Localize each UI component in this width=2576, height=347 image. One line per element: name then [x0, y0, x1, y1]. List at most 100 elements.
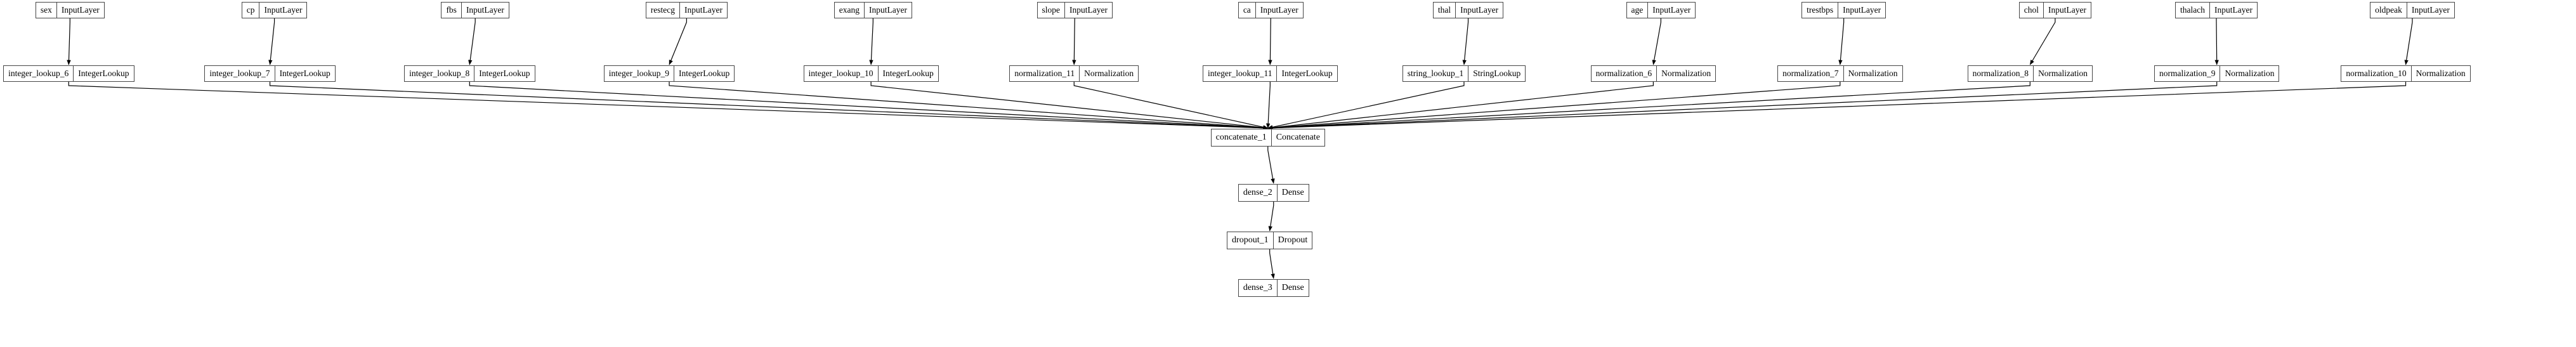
node-type-restecg_input: InputLayer: [684, 5, 722, 15]
node-normalization_7[interactable]: normalization_7 Normalization: [1777, 65, 1903, 82]
node-name-thalach_input: thalach: [2176, 3, 2210, 18]
node-name-integer_lookup_8: integer_lookup_8: [405, 66, 475, 81]
edge-normalization_8-to-concatenate_1: [1267, 82, 2030, 130]
edge-chol_input-to-normalization_8: [2029, 18, 2056, 65]
edge-slope_input-to-normalization_11: [1072, 18, 1076, 65]
node-type-normalization_11: Normalization: [1084, 69, 1134, 79]
node-type-chol_input: InputLayer: [2048, 5, 2087, 15]
node-type-trestbps_input: InputLayer: [1843, 5, 1881, 15]
node-type-integer_lookup_6: IntegerLookup: [78, 69, 129, 79]
node-name-integer_lookup_9: integer_lookup_9: [605, 66, 675, 81]
edge-concatenate_1-to-dense_2: [1267, 147, 1275, 184]
edge-exang_input-to-integer_lookup_10: [869, 18, 873, 65]
node-string_lookup_1[interactable]: string_lookup_1 StringLookup: [1402, 65, 1526, 82]
node-fbs_input[interactable]: fbs InputLayer: [441, 2, 509, 18]
node-name-normalization_6: normalization_6: [1592, 66, 1657, 81]
edge-ca_input-to-integer_lookup_11: [1268, 18, 1272, 65]
node-name-fbs_input: fbs: [441, 3, 462, 18]
node-name-string_lookup_1: string_lookup_1: [1403, 66, 1469, 81]
node-type-normalization_7: Normalization: [1848, 69, 1898, 79]
node-name-oldpeak_input: oldpeak: [2370, 3, 2407, 18]
node-type-dense_3: Dense: [1281, 283, 1304, 292]
node-type-cp_input: InputLayer: [264, 5, 303, 15]
edge-normalization_9-to-concatenate_1: [1267, 82, 2218, 130]
edge-normalization_11-to-concatenate_1: [1073, 82, 1269, 129]
edge-normalization_6-to-concatenate_1: [1267, 82, 1654, 130]
node-type-normalization_10: Normalization: [2416, 69, 2466, 79]
edge-thal_input-to-string_lookup_1: [1462, 18, 1469, 65]
node-name-slope_input: slope: [1038, 3, 1066, 18]
node-name-trestbps_input: trestbps: [1802, 3, 1839, 18]
node-concatenate_1[interactable]: concatenate_1 Concatenate: [1210, 129, 1325, 147]
node-type-oldpeak_input: InputLayer: [2411, 5, 2450, 15]
node-name-integer_lookup_11: integer_lookup_11: [1203, 66, 1278, 81]
node-name-concatenate_1: concatenate_1: [1212, 129, 1272, 146]
node-normalization_8[interactable]: normalization_8 Normalization: [1967, 65, 2093, 82]
node-dropout_1[interactable]: dropout_1 Dropout: [1227, 232, 1313, 249]
node-name-sex_input: sex: [36, 3, 57, 18]
edge-thalach_input-to-normalization_9: [2214, 18, 2219, 65]
node-type-integer_lookup_7: IntegerLookup: [279, 69, 330, 79]
edge-integer_lookup_6-to-concatenate_1: [68, 82, 1269, 130]
node-chol_input[interactable]: chol InputLayer: [2018, 2, 2092, 18]
edge-sex_input-to-integer_lookup_6: [67, 18, 71, 65]
node-type-dropout_1: Dropout: [1278, 235, 1308, 245]
node-name-dense_3: dense_3: [1239, 280, 1278, 296]
edge-integer_lookup_11-to-concatenate_1: [1265, 82, 1271, 129]
node-name-chol_input: chol: [2020, 3, 2044, 18]
node-type-age_input: InputLayer: [1652, 5, 1691, 15]
node-type-string_lookup_1: StringLookup: [1473, 69, 1521, 79]
node-oldpeak_input[interactable]: oldpeak InputLayer: [2370, 2, 2455, 18]
edge-normalization_10-to-concatenate_1: [1267, 82, 2407, 130]
edge-dense_2-to-dropout_1: [1268, 202, 1274, 232]
node-name-normalization_9: normalization_9: [2155, 66, 2221, 81]
node-normalization_6[interactable]: normalization_6 Normalization: [1590, 65, 1716, 82]
node-trestbps_input[interactable]: trestbps InputLayer: [1801, 2, 1886, 18]
node-name-age_input: age: [1627, 3, 1649, 18]
node-type-integer_lookup_10: IntegerLookup: [882, 69, 934, 79]
edge-normalization_7-to-concatenate_1: [1267, 82, 1841, 130]
node-name-normalization_7: normalization_7: [1778, 66, 1844, 81]
node-type-normalization_8: Normalization: [2038, 69, 2088, 79]
node-type-integer_lookup_11: IntegerLookup: [1281, 69, 1333, 79]
node-type-dense_2: Dense: [1281, 188, 1304, 197]
node-type-normalization_9: Normalization: [2225, 69, 2275, 79]
edge-string_lookup_1-to-concatenate_1: [1267, 82, 1465, 129]
node-name-thal_input: thal: [1434, 3, 1456, 18]
node-name-dense_2: dense_2: [1239, 185, 1278, 201]
node-integer_lookup_7[interactable]: integer_lookup_7 IntegerLookup: [204, 65, 336, 82]
node-normalization_9[interactable]: normalization_9 Normalization: [2154, 65, 2280, 82]
node-name-normalization_8: normalization_8: [1968, 66, 2034, 81]
edge-fbs_input-to-integer_lookup_8: [468, 18, 476, 65]
node-cp_input[interactable]: cp InputLayer: [241, 2, 308, 18]
node-type-fbs_input: InputLayer: [466, 5, 504, 15]
node-name-dropout_1: dropout_1: [1227, 232, 1274, 249]
edge-dropout_1-to-dense_3: [1269, 249, 1275, 279]
node-type-normalization_6: Normalization: [1661, 69, 1711, 79]
node-name-cp_input: cp: [242, 3, 260, 18]
node-name-integer_lookup_7: integer_lookup_7: [205, 66, 275, 81]
edge-integer_lookup_8-to-concatenate_1: [469, 82, 1269, 130]
node-name-integer_lookup_10: integer_lookup_10: [804, 66, 879, 81]
node-type-concatenate_1: Concatenate: [1276, 133, 1320, 142]
edge-integer_lookup_10-to-concatenate_1: [870, 82, 1269, 130]
edge-integer_lookup_7-to-concatenate_1: [269, 82, 1269, 130]
